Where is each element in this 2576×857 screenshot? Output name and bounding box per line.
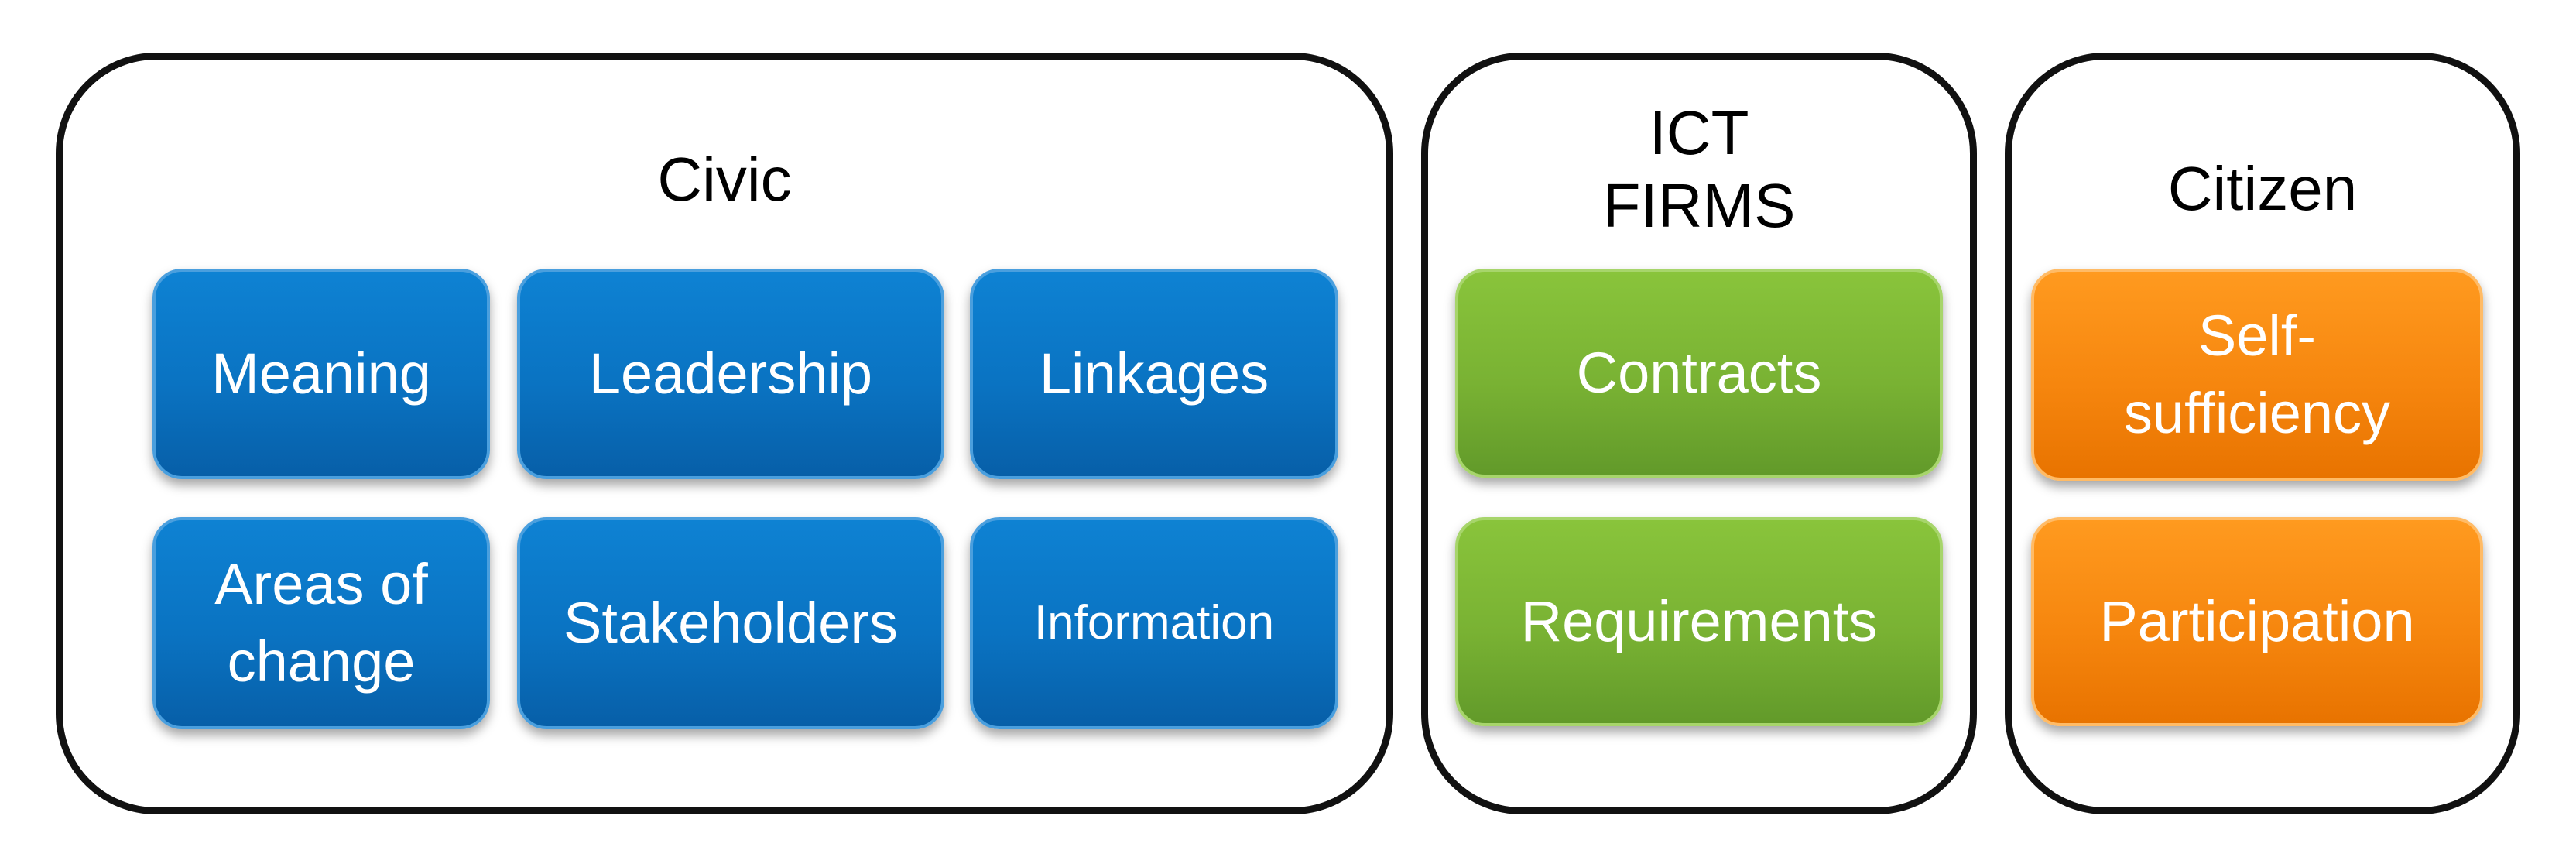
leadership-box: Leadership xyxy=(517,269,944,479)
areas-of-change-box: Areas of change xyxy=(152,517,490,729)
requirements-label: Requirements xyxy=(1520,589,1878,653)
contracts-box: Contracts xyxy=(1455,269,1943,478)
linkages-label: Linkages xyxy=(1039,341,1269,406)
self-sufficiency-box: Self- sufficiency xyxy=(2031,269,2483,481)
linkages-box: Linkages xyxy=(970,269,1338,479)
stakeholders-label: Stakeholders xyxy=(564,591,898,655)
meaning-box: Meaning xyxy=(152,269,490,479)
citizen-panel-title: Citizen xyxy=(2167,154,2358,223)
information-box: Information xyxy=(970,517,1338,729)
leadership-label: Leadership xyxy=(588,341,873,406)
areas-of-change-label: Areas of change xyxy=(214,552,428,694)
civic-panel-title: Civic xyxy=(657,145,792,214)
participation-box: Participation xyxy=(2031,517,2483,726)
participation-label: Participation xyxy=(2099,589,2415,653)
self-sufficiency-label: Self- sufficiency xyxy=(2123,303,2391,445)
information-label: Information xyxy=(1033,596,1275,650)
meaning-label: Meaning xyxy=(211,341,431,406)
contracts-label: Contracts xyxy=(1576,341,1822,405)
ict-firms-panel-title: ICT FIRMS xyxy=(1602,98,1796,240)
stakeholders-box: Stakeholders xyxy=(517,517,944,729)
requirements-box: Requirements xyxy=(1455,517,1943,726)
